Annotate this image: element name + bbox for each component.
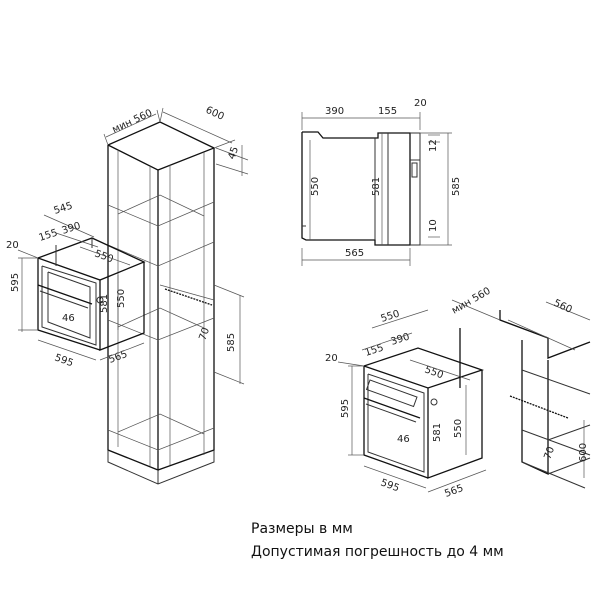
oven-right-handle: 46 xyxy=(397,434,410,445)
oven-left-inner-height: 581 xyxy=(99,294,110,313)
oven-right-front-width: 595 xyxy=(379,477,401,494)
oven-left-body-depth: 550 xyxy=(93,248,115,265)
oven-right-offset: 20 xyxy=(325,353,338,364)
oven-right-side-height: 550 xyxy=(453,419,464,438)
oven-right-side-depth: 550 xyxy=(423,364,445,381)
side-height-total: 585 xyxy=(451,177,462,196)
side-bottom-step: 10 xyxy=(428,219,439,232)
oven-right-panel: 155 xyxy=(364,342,386,358)
side-top-offset: 20 xyxy=(414,98,427,109)
tall-vent-label: 70 xyxy=(197,326,212,342)
tall-min-width-label: мин 560 xyxy=(111,108,154,136)
counter-vent: 70 xyxy=(542,445,557,461)
side-top-panel: 155 xyxy=(378,106,397,117)
oven-left-front-height: 595 xyxy=(10,273,21,292)
tolerance-note: Допустимая погрешность до 4 мм xyxy=(251,544,504,560)
side-height-mid: 581 xyxy=(371,177,382,196)
oven-left-side-height: 550 xyxy=(116,289,127,308)
side-top-step: 12 xyxy=(428,139,439,152)
counter-depth: 560 xyxy=(552,298,574,316)
oven-left-front-width: 595 xyxy=(53,352,75,369)
oven-left-offset: 20 xyxy=(6,240,19,251)
side-top-depth: 390 xyxy=(325,106,344,117)
side-width-bottom: 565 xyxy=(345,248,364,259)
under-counter-cabinet: мин 560 560 70 600 xyxy=(450,286,591,489)
oven-left-depth-top: 390 xyxy=(61,220,83,236)
oven-left-handle: 46 xyxy=(62,313,75,324)
oven-right-body-width: 565 xyxy=(443,483,465,500)
oven-right: 20 155 390 550 550 595 581 550 46 595 56… xyxy=(325,308,487,500)
side-view: 390 155 20 12 550 581 585 10 565 xyxy=(301,98,462,266)
oven-right-inner-height: 581 xyxy=(432,423,443,442)
units-note: Размеры в мм xyxy=(251,521,353,537)
oven-left-depth-total: 545 xyxy=(53,200,75,216)
counter-min-width: мин 560 xyxy=(450,286,493,317)
oven-right-front-height: 595 xyxy=(340,399,351,418)
side-height-back: 550 xyxy=(310,177,321,196)
tall-back-gap-label: 45 xyxy=(226,145,241,161)
tall-niche-height-label: 585 xyxy=(226,333,237,352)
counter-height: 600 xyxy=(578,443,589,462)
tall-depth-label: 600 xyxy=(204,105,226,123)
oven-left-panel: 155 xyxy=(38,227,60,243)
oven-left: 545 20 155 390 550 550 595 581 46 595 56… xyxy=(6,200,146,369)
